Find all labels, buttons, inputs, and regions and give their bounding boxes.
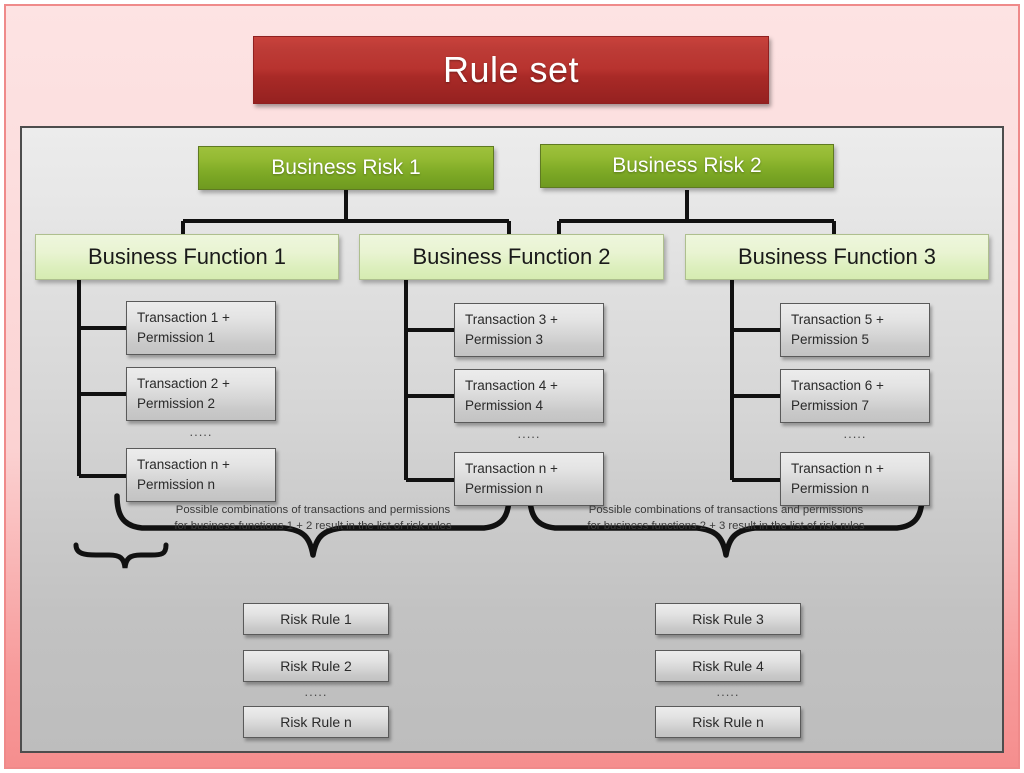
rule-group-ellipsis: ..... [716,684,740,699]
brace-caption-left: Possible combinations of transactions an… [117,502,509,534]
brace-caption-right-line-1: Possible combinations of transactions an… [588,504,864,516]
transaction-line-1: Transaction 4 + [465,378,558,394]
transaction-line-2: Permission 1 [137,330,216,345]
title-bar: Rule set [253,36,769,104]
business-function-1-label: Business Function 1 [87,244,287,269]
transaction-line-2: Permission 7 [791,398,870,413]
transaction-line-2: Permission n [137,477,216,492]
business-risk-2[interactable]: Business Risk 2 [540,144,834,188]
risk-rule-label: Risk Rule 4 [692,658,764,674]
transaction-line-2: Permission 5 [791,332,870,347]
column-ellipsis: ..... [189,424,213,439]
transaction-permission-box[interactable]: Transaction 3 + Permission 3 [454,303,604,357]
risk-rule-label: Risk Rule 1 [280,611,352,627]
risk-rule-label: Risk Rule 3 [692,611,764,627]
transaction-line-1: Transaction 3 + [465,312,558,328]
business-function-1[interactable]: Business Function 1 [35,234,339,280]
transaction-line-1: Transaction 6 + [791,378,884,394]
brace-caption-right: Possible combinations of transactions an… [530,502,922,534]
column-ellipsis: ..... [843,426,867,441]
business-function-2-label: Business Function 2 [412,244,611,269]
risk-rule-box[interactable]: Risk Rule n [243,706,389,738]
business-risk-2-label: Business Risk 2 [612,154,762,177]
risk-rule-box[interactable]: Risk Rule 1 [243,603,389,635]
transaction-line-2: Permission 2 [137,396,216,411]
transaction-line-2: Permission n [791,481,870,496]
business-risk-1-label: Business Risk 1 [271,156,421,179]
transaction-line-1: Transaction n + [137,457,230,473]
business-risk-1[interactable]: Business Risk 1 [198,146,494,190]
transaction-line-1: Transaction 5 + [791,312,884,328]
business-function-3[interactable]: Business Function 3 [685,234,989,280]
transaction-line-1: Transaction n + [465,461,558,477]
transaction-line-2: Permission n [465,481,544,496]
risk-rule-box[interactable]: Risk Rule 2 [243,650,389,682]
transaction-permission-box[interactable]: Transaction 6 + Permission 7 [780,369,930,423]
risk-rule-label: Risk Rule 2 [280,658,352,674]
transaction-permission-box[interactable]: Transaction n + Permission n [454,452,604,506]
risk-rule-box[interactable]: Risk Rule 3 [655,603,801,635]
risk-rule-box[interactable]: Risk Rule n [655,706,801,738]
transaction-permission-box[interactable]: Transaction n + Permission n [780,452,930,506]
transaction-line-1: Transaction n + [791,461,884,477]
diagram-panel: Business Risk 1 Business Risk 2 Business… [20,126,1004,753]
page-title: Rule set [442,49,580,90]
risk-rule-box[interactable]: Risk Rule 4 [655,650,801,682]
transaction-line-1: Transaction 1 + [137,310,230,326]
column-ellipsis: ..... [517,426,541,441]
transaction-line-2: Permission 4 [465,398,544,413]
rule-group-ellipsis: ..... [304,684,328,699]
brace-caption-left-line-2: for business functions 1 + 2 result in t… [174,520,452,533]
brace-caption-right-line-2: for business functions 2 + 3 result in t… [587,520,865,533]
business-function-2[interactable]: Business Function 2 [359,234,664,280]
transaction-permission-box[interactable]: Transaction 5 + Permission 5 [780,303,930,357]
brace-caption-left-line-1: Possible combinations of transactions an… [175,504,451,516]
transaction-permission-box[interactable]: Transaction 1 + Permission 1 [126,301,276,355]
risk-rule-label: Risk Rule n [280,714,352,730]
transaction-permission-box[interactable]: Transaction n + Permission n [126,448,276,502]
risk-rule-label: Risk Rule n [692,714,764,730]
transaction-permission-box[interactable]: Transaction 2 + Permission 2 [126,367,276,421]
business-function-3-label: Business Function 3 [737,244,937,269]
transaction-permission-box[interactable]: Transaction 4 + Permission 4 [454,369,604,423]
transaction-line-1: Transaction 2 + [137,376,230,392]
transaction-line-2: Permission 3 [465,332,544,347]
